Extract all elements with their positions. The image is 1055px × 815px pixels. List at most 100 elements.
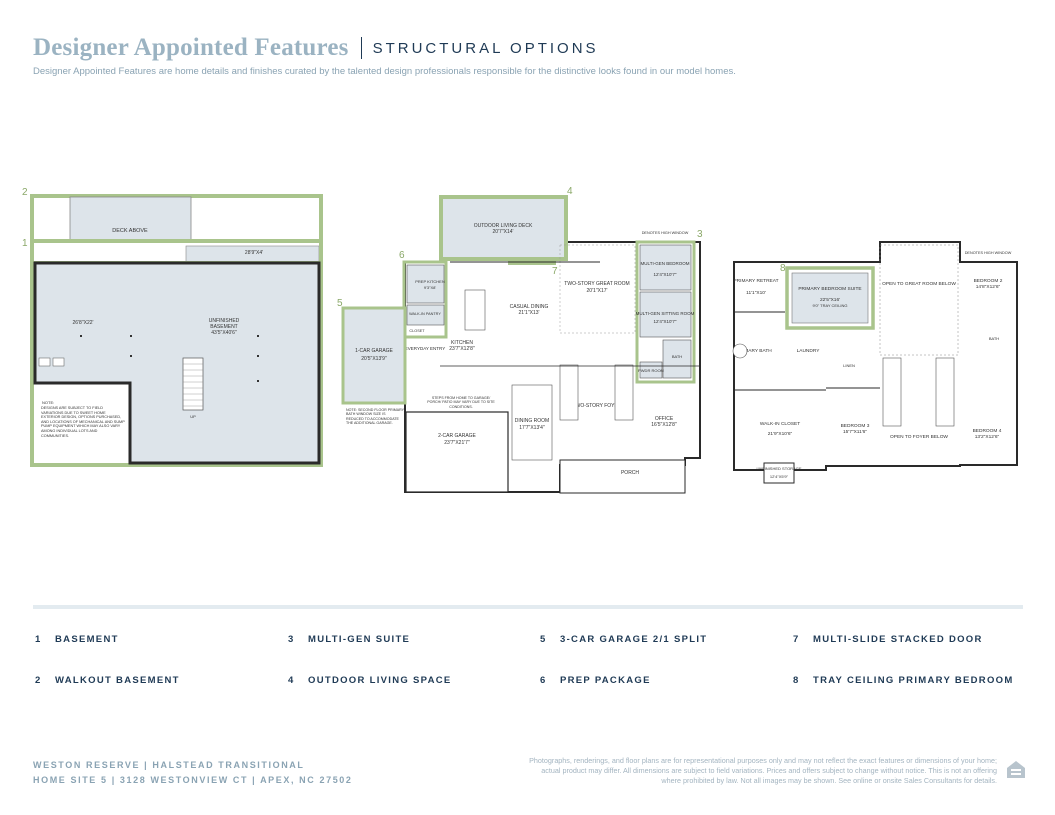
open-foyer-label: OPEN TO FOYER BELOW — [890, 434, 948, 440]
multi-gen-sitting-room — [639, 291, 692, 338]
primary-bedroom-suite — [791, 272, 869, 324]
feature-label: MULTI-SLIDE STACKED DOOR — [813, 634, 983, 645]
great-room-outline — [559, 244, 636, 334]
bedroom3-label: BEDROOM 3 — [841, 423, 870, 429]
feature-item: 2 WALKOUT BASEMENT — [35, 675, 180, 686]
section-divider — [33, 605, 1023, 609]
bedroom2-label: BEDROOM 2 — [974, 278, 1003, 284]
first-denotes-window: DENOTES HIGH WINDOW — [642, 231, 689, 235]
title-divider — [360, 37, 362, 59]
option-6-marker: 6 — [399, 250, 405, 261]
open-great-room — [879, 244, 959, 356]
feature-number: 4 — [288, 675, 295, 686]
option-7-marker: 7 — [552, 266, 558, 277]
great-room-dim: 20'1"X17' — [587, 288, 608, 294]
feature-label: PREP PACKAGE — [560, 675, 651, 686]
basement-unfinished-label: UNFINISHED — [209, 318, 240, 324]
page-title: Designer Appointed Features — [33, 34, 349, 61]
office-dim: 16'5"X12'8" — [651, 422, 677, 428]
option-3-marker: 3 — [697, 229, 703, 240]
basement-note-body: DESIGNS ARE SUBJECT TO FIELD VARIATIONS … — [41, 406, 125, 438]
one-car-garage-label: 1-CAR GARAGE — [355, 348, 393, 354]
equipment-box — [38, 357, 51, 367]
second-denotes-window: DENOTES HIGH WINDOW — [965, 251, 1012, 255]
page-subtitle: STRUCTURAL OPTIONS — [372, 39, 599, 57]
basement-stairs — [182, 357, 204, 411]
multi-gen-bedroom-dim: 12'4"X10'7" — [654, 272, 677, 277]
first-floor-plan: OUTDOOR LIVING DECK 20'7"X14' 4 7 CASUAL… — [337, 186, 703, 494]
dining-room — [511, 384, 553, 461]
feature-number: 2 — [35, 675, 42, 686]
community-line2: HOME SITE 5 | 3128 WESTONVIEW CT | APEX,… — [33, 775, 353, 785]
feature-item: 6 PREP PACKAGE — [540, 675, 651, 686]
two-car-garage-label: 2-CAR GARAGE — [438, 433, 476, 439]
feature-number: 5 — [540, 634, 547, 645]
basement-left-dim: 26'8"X22' — [73, 320, 94, 326]
walk-in-closet-label: WALK-IN CLOSET — [760, 421, 800, 427]
storage-label: UNFINISHED STORAGE — [756, 466, 801, 471]
feature-item: 8 TRAY CEILING PRIMARY BEDROOM — [793, 675, 1014, 686]
option-4-marker: 4 — [567, 186, 573, 197]
feature-label: OUTDOOR LIVING SPACE — [308, 675, 452, 686]
feature-label: WALKOUT BASEMENT — [55, 675, 180, 686]
option-5-marker: 5 — [337, 298, 343, 309]
dim-top-label: 28'9"X4' — [245, 250, 263, 256]
unfinished-basement-room — [33, 261, 321, 465]
bedroom4-dim: 13'2"X12'6" — [975, 434, 1000, 440]
office-label: OFFICE — [655, 416, 674, 422]
first-floor-stairs — [614, 364, 634, 421]
feature-item: 4 OUTDOOR LIVING SPACE — [288, 675, 452, 686]
one-car-garage-dim: 20'5"X13'9" — [361, 356, 387, 362]
tray-ceiling-outline — [785, 266, 875, 330]
primary-suite-dim: 22'5"X16' — [820, 297, 840, 303]
floor-plans-drawing: DECK ABOVE 28'9"X4' 26'8"X22' UNFINISHED… — [22, 186, 1018, 494]
feature-item: 3 MULTI-GEN SUITE — [288, 634, 410, 645]
multi-gen-bath — [662, 339, 692, 379]
kitchen-island — [464, 289, 486, 331]
second-stairs-2 — [935, 357, 955, 427]
equal-housing-icon — [1007, 761, 1025, 778]
feature-item: 7 MULTI-SLIDE STACKED DOOR — [793, 634, 983, 645]
option-2-marker: 2 — [22, 187, 28, 198]
prep-package-outline — [402, 260, 448, 339]
multi-gen-sitting-label: MULTI-GEN SITTING ROOM — [636, 311, 695, 316]
laundry-label: LAUNDRY — [797, 348, 821, 354]
outdoor-deck-label: OUTDOOR LIVING DECK — [474, 223, 533, 229]
floor-plans: DECK ABOVE 28'9"X4' 26'8"X22' UNFINISHED… — [0, 170, 1055, 510]
tub — [732, 343, 748, 359]
basement-plan: DECK ABOVE 28'9"X4' 26'8"X22' UNFINISHED… — [22, 187, 323, 467]
outdoor-deck-dim: 20'7"X14' — [493, 229, 514, 235]
primary-retreat-dim: 11'1"X10' — [746, 290, 766, 296]
feature-item: 5 3-CAR GARAGE 2/1 SPLIT — [540, 634, 707, 645]
page-header: Designer Appointed Features STRUCTURAL O… — [33, 34, 599, 62]
option-1-marker: 1 — [22, 238, 28, 249]
second-stairs-1 — [882, 357, 902, 427]
basement-up-label: UP — [190, 414, 196, 419]
two-car-garage-dim: 23'7"X21'7" — [444, 440, 470, 446]
primary-bath-label: PRIMARY BATH — [736, 348, 772, 354]
prep-kitchen-dim: 9'3"X8' — [424, 285, 437, 290]
porch — [559, 459, 686, 494]
equipment-box — [52, 357, 65, 367]
basement-note-title: NOTE: — [42, 400, 54, 405]
great-room-label: TWO-STORY GREAT ROOM — [564, 281, 629, 287]
kitchen-label: KITCHEN — [451, 340, 473, 346]
porch-label: PORCH — [621, 470, 639, 476]
casual-dining-dim: 21'1"X13' — [519, 310, 540, 316]
primary-suite-label: PRIMARY BEDROOM SUITE — [798, 286, 861, 292]
community-info: WESTON RESERVE | HALSTEAD TRANSITIONAL H… — [33, 758, 353, 788]
feature-list: 1 BASEMENT 2 WALKOUT BASEMENT 3 MULTI-GE… — [35, 634, 1025, 694]
basement-name-label: BASEMENT — [210, 324, 238, 330]
feature-number: 1 — [35, 634, 42, 645]
multi-gen-suite-outline — [635, 240, 696, 384]
bedroom4-label: BEDROOM 4 — [973, 428, 1002, 434]
basement-dim-label: 43'5"X40'6" — [211, 330, 237, 336]
disclaimer: Photographs, renderings, and floor plans… — [529, 756, 997, 785]
primary-retreat-label: PRIMARY RETREAT — [733, 278, 778, 284]
closet-label: CLOSET — [409, 329, 425, 333]
walk-in-closet-dim: 21'9"X10'6" — [768, 431, 793, 437]
outdoor-living-deck — [439, 195, 568, 261]
feature-number: 6 — [540, 675, 547, 686]
walk-in-pantry-label: WALK-IN PANTRY — [409, 312, 441, 316]
feature-label: 3-CAR GARAGE 2/1 SPLIT — [560, 634, 708, 645]
